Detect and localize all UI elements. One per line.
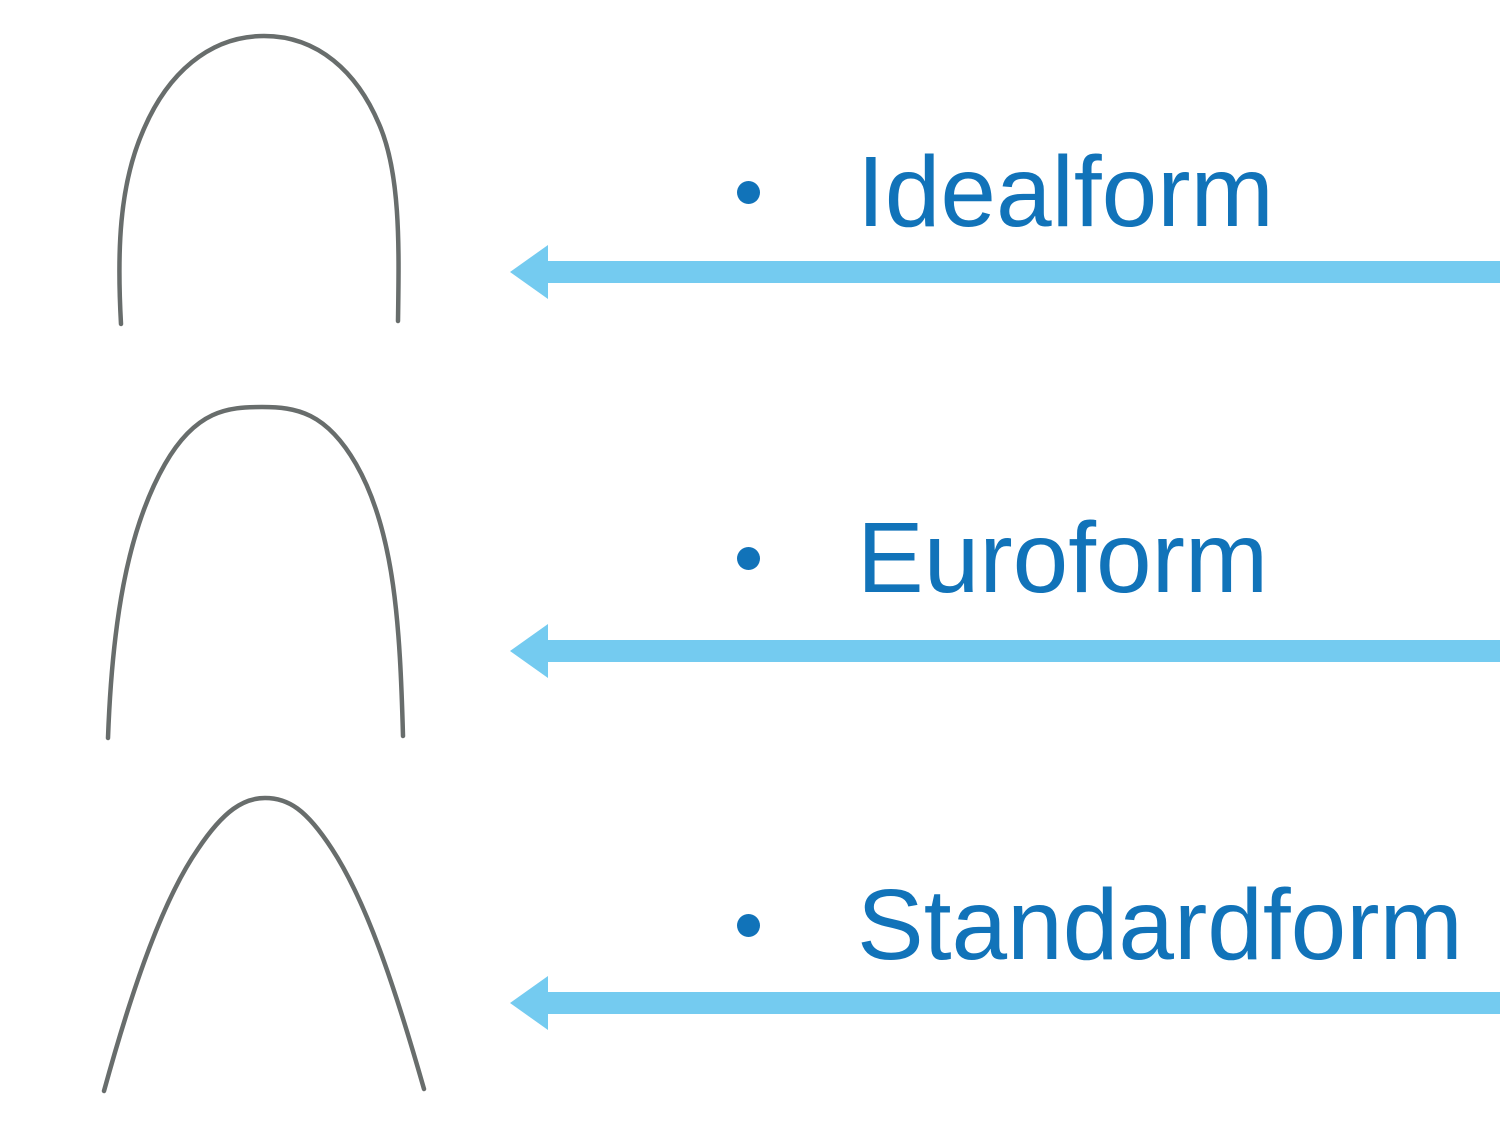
item-label: Idealform — [857, 136, 1274, 248]
list-item-idealform: Idealform — [737, 140, 1274, 244]
bullet-icon — [737, 546, 760, 570]
euroform-archwire-image — [105, 404, 406, 741]
item-label: Standardform — [857, 869, 1463, 981]
list-item-standardform: Standardform — [737, 873, 1463, 977]
list-item-euroform: Euroform — [737, 506, 1268, 610]
standardform-archwire-image — [101, 795, 427, 1094]
left-arrow-icon — [510, 245, 1500, 299]
bullet-icon — [737, 180, 760, 204]
left-arrow-icon — [510, 624, 1500, 678]
left-arrow-icon — [510, 976, 1500, 1030]
idealform-archwire-image — [117, 33, 401, 327]
item-label: Euroform — [857, 502, 1269, 614]
bullet-icon — [737, 913, 760, 937]
